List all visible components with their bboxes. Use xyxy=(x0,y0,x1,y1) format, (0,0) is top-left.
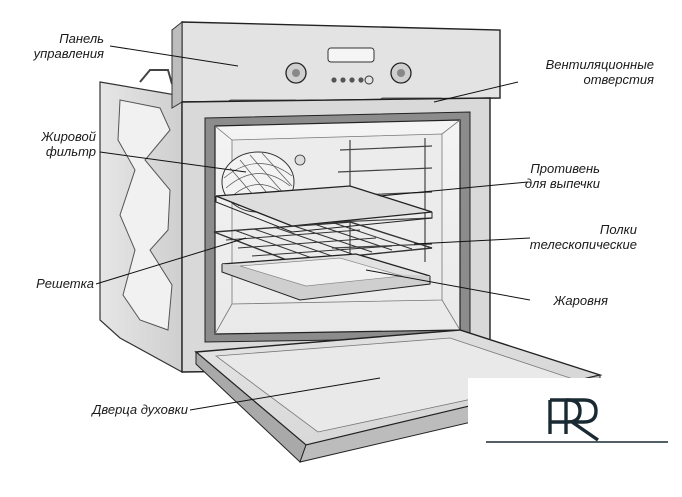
oven-side-panel xyxy=(100,70,182,372)
label-wire-rack: Решетка xyxy=(12,276,94,291)
logo-mark-icon xyxy=(468,378,682,492)
brand-logo xyxy=(468,378,682,492)
label-oven-door: Дверца духовки xyxy=(12,402,188,417)
label-roasting-pan: Жаровня xyxy=(484,293,608,308)
control-panel xyxy=(172,22,500,108)
